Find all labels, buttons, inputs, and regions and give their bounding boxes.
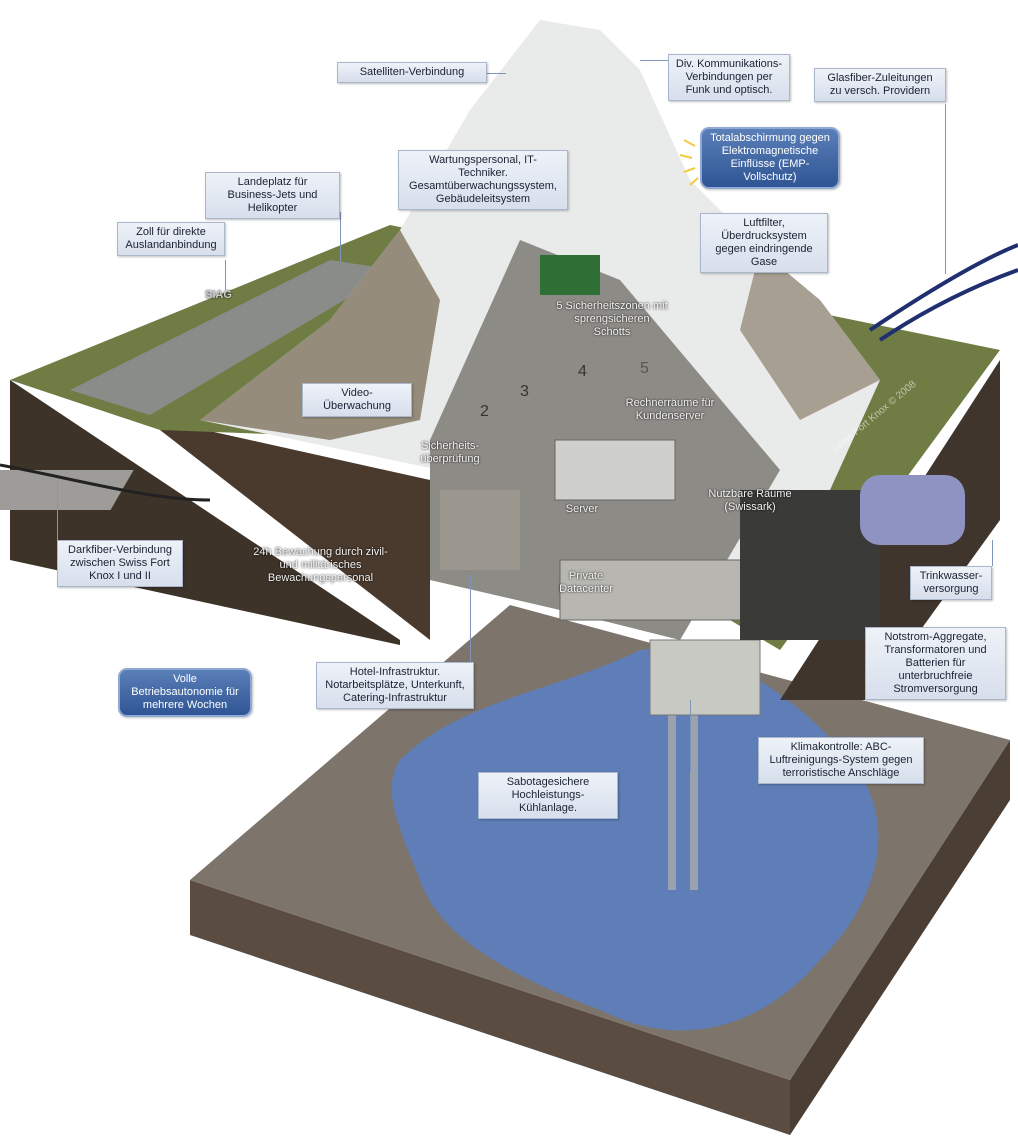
label-communication: Div. Kommunikations-Verbindungen per Fun… bbox=[668, 54, 790, 101]
hotel-room bbox=[440, 490, 520, 570]
leader-line bbox=[992, 540, 993, 566]
control-room bbox=[540, 255, 600, 295]
fiber-cables bbox=[868, 243, 1018, 342]
label-usable-rooms: Nutzbare Räume (Swissark) bbox=[708, 488, 792, 513]
zone-number: 5 bbox=[640, 360, 649, 377]
leader-line bbox=[690, 700, 691, 772]
leader-line bbox=[340, 212, 341, 262]
runway bbox=[70, 260, 395, 415]
server-racks bbox=[554, 439, 676, 501]
label-emp: Totalabschirmung gegen Elektromagnetisch… bbox=[700, 127, 840, 189]
label-climate: Klimakontrolle: ABC-Luftreinigungs-Syste… bbox=[758, 737, 924, 784]
climate-unit bbox=[649, 639, 761, 716]
zone-number: 2 bbox=[480, 403, 489, 420]
label-zones: 5 Sicherheitszonen mit sprengsicheren Sc… bbox=[556, 300, 668, 338]
label-water: Trinkwasser-versorgung bbox=[910, 566, 992, 600]
emp-glow-icon bbox=[679, 139, 699, 186]
label-guard: 24h Bewachung durch zivil- und militäris… bbox=[253, 546, 388, 584]
label-cooling: Sabotagesichere Hochleistungs-Kühlanlage… bbox=[478, 772, 618, 819]
upper-block-left-face bbox=[160, 420, 430, 640]
label-fiber: Glasfiber-Zuleitungen zu versch. Provide… bbox=[814, 68, 946, 102]
siag-sign: SIAG bbox=[205, 289, 232, 301]
label-satellite: Satelliten-Verbindung bbox=[337, 62, 487, 83]
label-darkfiber: Darkfiber-Verbindung zwischen Swiss Fort… bbox=[57, 540, 183, 587]
leader-line bbox=[486, 73, 506, 74]
darkfiber-cable bbox=[0, 463, 211, 502]
leader-line bbox=[945, 104, 946, 274]
label-private-dc: Private Datacenter bbox=[559, 570, 613, 595]
zone-number: 3 bbox=[520, 383, 529, 400]
lower-block-right-face bbox=[790, 740, 1010, 1135]
label-customs: Zoll für direkte Auslandanbindung bbox=[117, 222, 225, 256]
leader-line bbox=[225, 260, 226, 290]
leader-line bbox=[57, 480, 58, 540]
label-computer-rooms: Rechnerräume für Kundenserver bbox=[625, 397, 715, 422]
label-maintenance: Wartungspersonal, IT-Techniker. Gesamtüb… bbox=[398, 150, 568, 210]
label-landing: Landeplatz für Business-Jets und Helikop… bbox=[205, 172, 340, 219]
label-server: Server bbox=[565, 503, 599, 515]
lower-block-left-face bbox=[190, 880, 790, 1135]
underground-lake bbox=[391, 648, 879, 1031]
leader-line bbox=[640, 60, 668, 61]
label-video: Video-Überwachung bbox=[302, 383, 412, 417]
label-power: Notstrom-Aggregate, Transformatoren und … bbox=[865, 627, 1006, 700]
leader-line bbox=[470, 575, 471, 662]
label-autonomy: Volle Betriebsautonomie für mehrere Woch… bbox=[118, 668, 252, 717]
cooling-pipe bbox=[668, 700, 676, 890]
water-tank bbox=[860, 475, 965, 545]
zone-number: 4 bbox=[578, 363, 587, 380]
power-generators bbox=[740, 490, 880, 640]
label-hotel: Hotel-Infrastruktur. Notarbeitsplätze, U… bbox=[316, 662, 474, 709]
label-security-check: Sicherheits-überprüfung bbox=[420, 440, 480, 465]
mountain-rock bbox=[740, 250, 880, 420]
label-airfilter: Luftfilter, Überdrucksystem gegen eindri… bbox=[700, 213, 828, 273]
helipad bbox=[0, 470, 134, 510]
cooling-pipe bbox=[690, 700, 698, 890]
